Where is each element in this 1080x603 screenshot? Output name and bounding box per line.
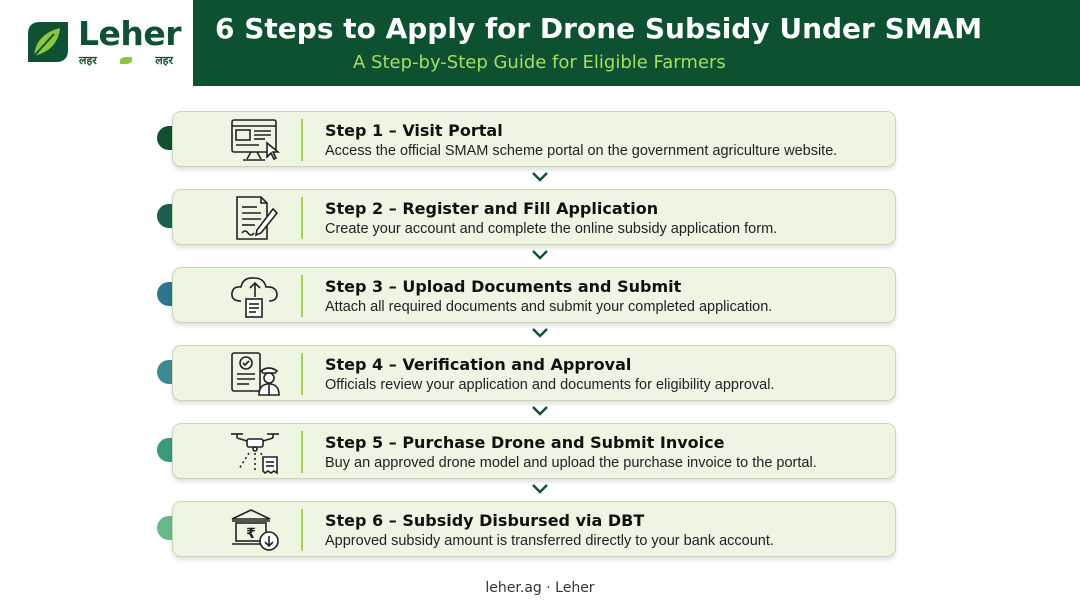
step-description-1: Access the official SMAM scheme portal o… bbox=[325, 143, 838, 159]
step-description-2: Create your account and complete the onl… bbox=[325, 221, 778, 237]
step-card-5: Step 5 – Purchase Drone and Submit Invoi… bbox=[172, 423, 896, 479]
svg-text:₹: ₹ bbox=[246, 526, 256, 542]
verification-officer-icon bbox=[231, 352, 280, 396]
step-divider bbox=[301, 275, 303, 317]
chevron-down-icon bbox=[532, 406, 548, 416]
brand-sub-right: लहर bbox=[155, 54, 173, 67]
step-divider bbox=[301, 119, 303, 161]
step-title-2: Step 2 – Register and Fill Application bbox=[325, 199, 659, 218]
cloud-upload-icon bbox=[231, 277, 278, 318]
leaf-logo-icon bbox=[26, 20, 70, 64]
drone-invoice-icon bbox=[231, 433, 279, 475]
step-description-4: Officials review your application and do… bbox=[325, 377, 775, 393]
step-divider bbox=[301, 353, 303, 395]
step-card-3: Step 3 – Upload Documents and Submit Att… bbox=[172, 267, 896, 323]
header-band: 6 Steps to Apply for Drone Subsidy Under… bbox=[193, 0, 1080, 86]
leaf-dot-icon bbox=[120, 57, 132, 64]
brand-logo: Leher लहर लहर bbox=[0, 0, 193, 86]
brand-sub-left: लहर bbox=[79, 54, 97, 67]
step-description-5: Buy an approved drone model and upload t… bbox=[325, 455, 817, 471]
step-title-6: Step 6 – Subsidy Disbursed via DBT bbox=[325, 511, 645, 530]
chevron-down-icon bbox=[532, 172, 548, 182]
step-card-2: Step 2 – Register and Fill Application C… bbox=[172, 189, 896, 245]
step-title-4: Step 4 – Verification and Approval bbox=[325, 355, 632, 374]
step-divider bbox=[301, 431, 303, 473]
step-divider bbox=[301, 509, 303, 551]
step-card-6: ₹ Step 6 – Subsidy Disbursed via DBT App… bbox=[172, 501, 896, 557]
bank-rupee-icon: ₹ bbox=[231, 509, 279, 551]
chevron-down-icon bbox=[532, 328, 548, 338]
step-title-1: Step 1 – Visit Portal bbox=[325, 121, 503, 140]
footer-credit: leher.ag · Leher bbox=[485, 580, 595, 596]
step-card-4: Step 4 – Verification and Approval Offic… bbox=[172, 345, 896, 401]
step-title-5: Step 5 – Purchase Drone and Submit Invoi… bbox=[325, 433, 725, 452]
form-pen-icon bbox=[236, 196, 279, 240]
web-portal-icon bbox=[231, 119, 281, 161]
chevron-down-icon bbox=[532, 250, 548, 260]
page-title: 6 Steps to Apply for Drone Subsidy Under… bbox=[215, 12, 983, 45]
step-description-6: Approved subsidy amount is transferred d… bbox=[325, 533, 774, 549]
brand-name: Leher bbox=[78, 14, 182, 53]
step-divider bbox=[301, 197, 303, 239]
page-subtitle: A Step-by-Step Guide for Eligible Farmer… bbox=[353, 52, 726, 73]
step-title-3: Step 3 – Upload Documents and Submit bbox=[325, 277, 682, 296]
step-card-1: Step 1 – Visit Portal Access the officia… bbox=[172, 111, 896, 167]
step-description-3: Attach all required documents and submit… bbox=[325, 299, 773, 315]
chevron-down-icon bbox=[532, 484, 548, 494]
brand-tagline: लहर लहर bbox=[79, 53, 173, 68]
